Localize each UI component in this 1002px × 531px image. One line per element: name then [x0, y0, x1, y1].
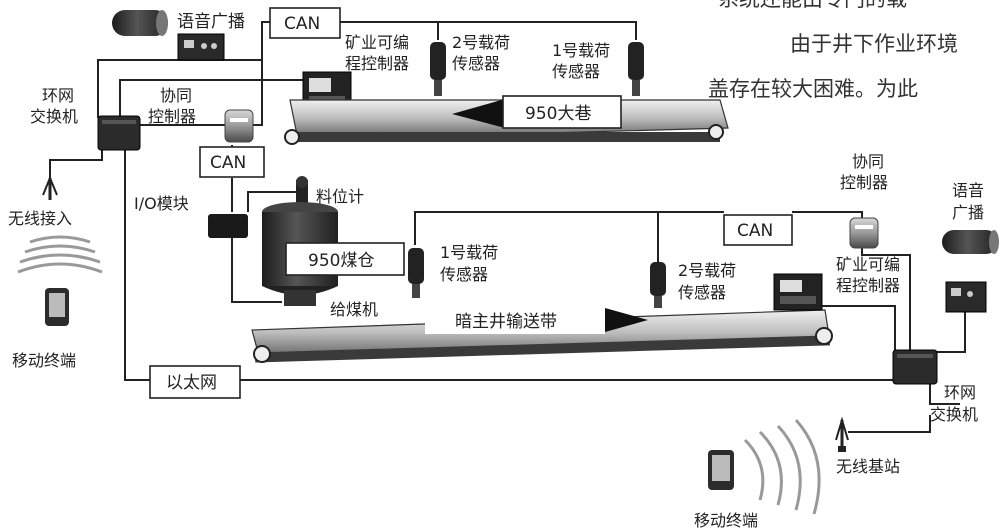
- bunker-box: [285, 242, 405, 276]
- level-label: 料位计: [316, 187, 364, 206]
- load-sensor-1-bottom: [408, 248, 424, 298]
- voice-panel-top: [177, 33, 225, 61]
- sensor2-label-top-2: 传感器: [452, 54, 500, 73]
- ring-switch-bottom: [892, 349, 938, 385]
- can-box-bottom: [723, 214, 793, 246]
- can-label-2: CAN: [210, 153, 246, 173]
- io-module: [208, 214, 248, 238]
- coord-label-bottom-1: 协同: [852, 152, 884, 171]
- sensor2-label-bottom-2: 传感器: [678, 283, 726, 302]
- coord-label-top-1: 协同: [160, 86, 192, 105]
- plc-label-top-2: 程控制器: [345, 54, 409, 73]
- ethernet-label: 以太网: [166, 373, 217, 393]
- tunnel-label: 950大巷: [525, 104, 591, 124]
- switch-label-bottom-1: 环网: [944, 383, 976, 402]
- switch-label-bottom-2: 交换机: [930, 405, 978, 424]
- feeder-label: 给煤机: [330, 300, 378, 319]
- wireless-waves-top-icon: [17, 235, 103, 274]
- can-box-top: [269, 7, 341, 39]
- voice-label-top: 语音广播: [177, 12, 245, 32]
- voice-speaker-bottom: [942, 230, 999, 254]
- belt-top-arrow: [452, 99, 505, 128]
- coordinator-device-bottom: [849, 217, 879, 249]
- mobile-terminal-bottom-icon: [708, 450, 734, 490]
- belt-bottom-label-bg: [425, 306, 605, 334]
- base-station-antenna-icon: [835, 416, 849, 452]
- wireless-waves-bottom-icon: [743, 419, 821, 515]
- sensor2-label-top-1: 2号载荷: [452, 33, 510, 52]
- load-sensor-1-top: [628, 42, 644, 96]
- can-label-bottom: CAN: [737, 221, 773, 241]
- coord-label-top-2: 控制器: [148, 107, 196, 126]
- io-label: I/O模块: [134, 194, 189, 213]
- voice-speaker-top: [112, 10, 168, 36]
- antenna-icon-top: [42, 175, 58, 200]
- sensor1-label-top-2: 传感器: [552, 62, 600, 81]
- sensor1-label-bottom-2: 传感器: [440, 265, 488, 284]
- sensor2-label-bottom-1: 2号载荷: [678, 261, 736, 280]
- text-fragment-1: 系统还能由专门的载: [718, 0, 907, 11]
- coord-label-bottom-2: 控制器: [840, 173, 888, 192]
- voice-panel-bottom: [945, 281, 987, 313]
- ring-switch-top: [97, 115, 141, 151]
- plc-label-top-1: 矿业可编: [345, 33, 409, 52]
- bunker-label: 950煤仓: [308, 251, 374, 271]
- voice-label-bottom-2: 广播: [952, 203, 984, 222]
- plc-label-bottom-2: 程控制器: [836, 276, 900, 295]
- belt-bottom-arrow: [605, 308, 648, 332]
- load-sensor-2-bottom: [650, 262, 666, 308]
- coordinator-device-top: [224, 109, 254, 143]
- belt-bottom-label: 暗主井输送带: [455, 312, 557, 332]
- wireless-label: 无线接入: [8, 209, 72, 228]
- mobile-terminal-top-icon: [45, 288, 69, 326]
- tunnel-box: [502, 95, 622, 129]
- can-label-top: CAN: [284, 14, 320, 34]
- switch-label-top-1: 环网: [42, 86, 74, 105]
- plc-device-bottom: [773, 273, 823, 311]
- level-meter: [296, 176, 308, 204]
- text-fragment-2: 由于井下作业环境: [790, 32, 958, 56]
- plc-label-bottom-1: 矿业可编: [836, 255, 900, 274]
- mobile-label-top: 移动终端: [12, 351, 76, 370]
- switch-label-top-2: 交换机: [30, 107, 78, 126]
- base-station-label: 无线基站: [836, 457, 900, 476]
- can-box-2: [199, 146, 265, 178]
- voice-label-bottom-1: 语音: [952, 181, 984, 200]
- load-sensor-2-top: [430, 42, 446, 96]
- sensor1-label-bottom-1: 1号载荷: [440, 243, 498, 262]
- mobile-label-bottom: 移动终端: [694, 511, 758, 530]
- text-fragment-3: 盖存在较大困难。为此: [708, 77, 918, 101]
- ethernet-box: [149, 365, 241, 399]
- sensor1-label-top-1: 1号载荷: [552, 41, 610, 60]
